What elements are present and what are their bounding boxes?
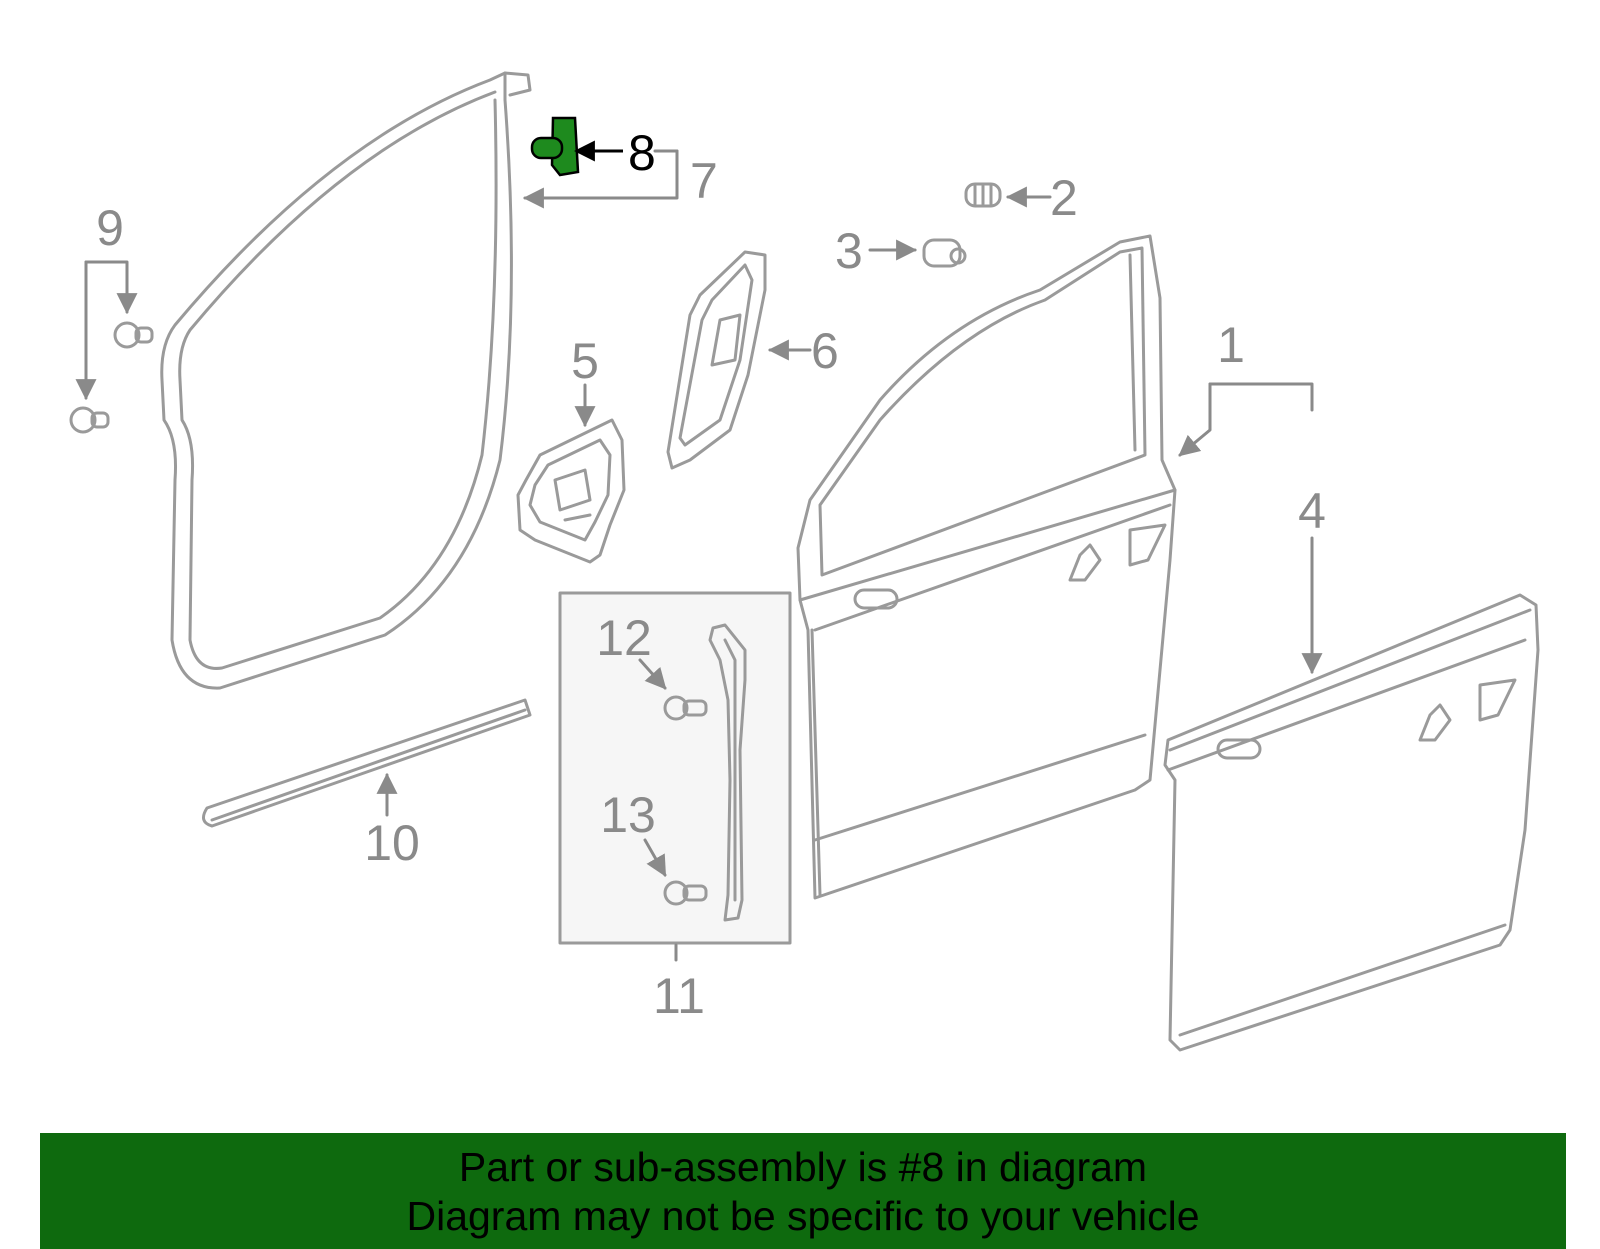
clip-9b [69, 406, 110, 434]
bumper-2 [964, 182, 1002, 208]
mirror-bracket [666, 250, 767, 470]
clip-9a [113, 321, 154, 349]
parts-diagram: 1 2 3 4 5 6 7 8 9 10 11 12 13 [69, 71, 1540, 1052]
door-opening-weatherstrip [160, 71, 532, 690]
callout-5: 5 [571, 333, 599, 389]
banner-line-2: Diagram may not be specific to your vehi… [406, 1193, 1200, 1239]
banner-line-1: Part or sub-assembly is #8 in diagram [458, 1144, 1148, 1190]
bumper-3 [922, 238, 967, 268]
callout-6: 6 [811, 323, 839, 379]
info-banner: Part or sub-assembly is #8 in diagram Di… [40, 1133, 1566, 1249]
sill-molding [201, 698, 532, 828]
side-guard [708, 623, 747, 922]
callout-3: 3 [835, 223, 863, 279]
callout-13: 13 [600, 787, 656, 843]
reinforcement-bracket [516, 418, 626, 564]
callout-12: 12 [596, 610, 652, 666]
clip-13 [663, 880, 708, 906]
callout-11: 11 [653, 968, 705, 1024]
callout-10: 10 [364, 815, 420, 871]
sub-assembly-box [558, 591, 792, 945]
callout-4: 4 [1298, 483, 1326, 539]
callout-7: 7 [690, 153, 718, 209]
callout-9: 9 [96, 200, 124, 256]
callout-1: 1 [1217, 317, 1245, 373]
door-shell [796, 234, 1177, 900]
clip-12 [663, 695, 708, 721]
callout-2: 2 [1050, 170, 1078, 226]
callout-8: 8 [628, 125, 656, 181]
door-outer-panel [1163, 593, 1540, 1052]
highlighted-part-8 [530, 116, 580, 177]
